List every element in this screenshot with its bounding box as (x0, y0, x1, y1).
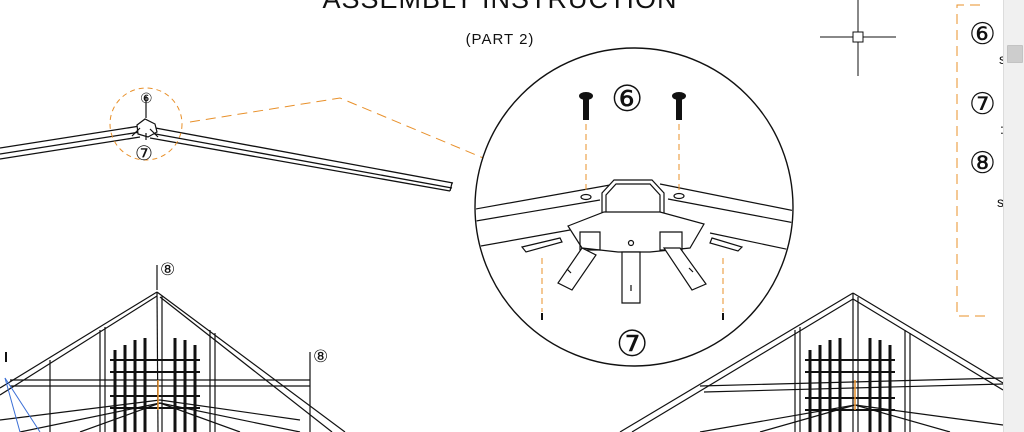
roof-beam-left (0, 125, 141, 160)
legend-item-6-text: s (999, 51, 1003, 67)
vertical-scrollbar[interactable] (1003, 0, 1024, 432)
page-title: ASSEMBLY INSTRUCTION (0, 0, 1000, 15)
legend-panel: ⑥ s ⑦ : ⑧ s (956, 4, 1003, 317)
screw-top-right (672, 92, 686, 190)
legend-item-8-number: ⑧ (969, 146, 996, 181)
gazebo-roof-left (0, 291, 346, 432)
legend-item-8-text: s (997, 194, 1003, 210)
lattice-right (805, 338, 895, 432)
detail-callout-6: ⑥ (611, 79, 643, 120)
roof-hub (131, 118, 159, 140)
selection-lines (4, 377, 41, 432)
legend-item-7-text: : (1000, 121, 1003, 137)
roof-beam-right (149, 126, 454, 192)
page-subtitle: (PART 2) (465, 31, 535, 48)
crosshair-cursor (820, 0, 896, 76)
hub-callout-7: ⑦ (135, 141, 153, 165)
legend-item-6-number: ⑥ (969, 17, 996, 52)
hub-callout-6: ⑥ (140, 91, 153, 107)
detail-callout-7: ⑦ (616, 324, 648, 365)
roof-callout-8-top: ⑧ (160, 260, 175, 280)
scrollbar-thumb[interactable] (1007, 45, 1023, 63)
roof-callout-8-right: ⑧ (313, 347, 328, 367)
detail-leader-line (189, 97, 489, 161)
lattice-left (110, 338, 200, 432)
drawing-canvas[interactable]: ⑥ ⑦ (0, 0, 1003, 432)
detail-marker-circle[interactable] (109, 87, 183, 161)
legend-item-7-number: ⑦ (969, 87, 996, 122)
screw-top-left (579, 92, 593, 190)
detail-view[interactable]: ⑥ ⑦ (470, 47, 800, 367)
